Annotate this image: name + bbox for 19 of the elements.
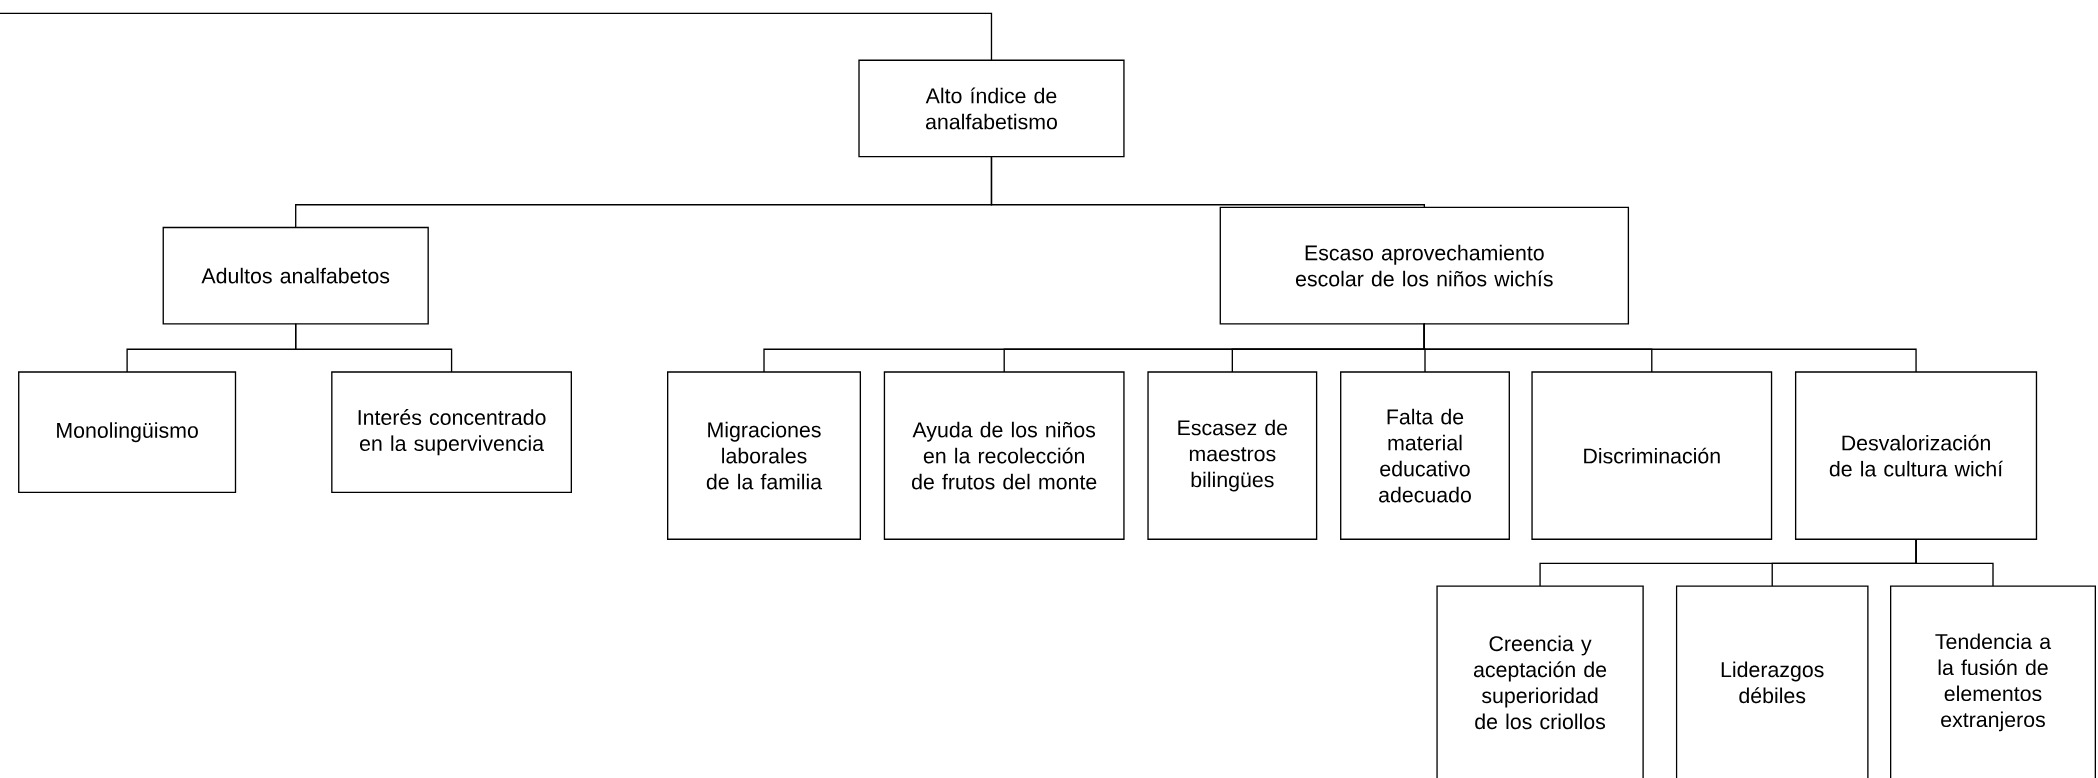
connector-line [1915,538,1994,587]
connector-line [0,12,993,61]
cause-box: Alto índice de analfabetismo [858,59,1125,158]
cause-box: Liderazgos débiles [1675,585,1869,778]
cause-box: Creencia y aceptación de superioridad de los criollos [1436,585,1644,778]
connector-line [295,323,453,373]
cause-box: Escasez de maestros bilingües [1147,371,1318,540]
cause-box: Migraciones laborales de la familia [667,371,861,540]
cause-box: Monolingüismo [18,371,237,494]
cause-box: Ayuda de los niños en la recolección de frutos del monte [883,371,1125,540]
cause-box: Interés concentrado en la supervivencia [331,371,572,494]
connector-line [1423,323,1917,373]
cause-box: Adultos analfabetos [162,226,429,325]
cause-box: Escaso aprovechamiento escolar de los niños wichís [1219,206,1630,325]
cause-box: Desvalorización de la cultura wichí [1794,371,2038,540]
connector-line [990,155,1425,209]
cause-box: Tendencia a la fusión de elementos extranjeros [1889,585,2096,778]
cause-box: Falta de material educativo adecuado [1340,371,1510,540]
cause-box: Discriminación [1531,371,1773,540]
